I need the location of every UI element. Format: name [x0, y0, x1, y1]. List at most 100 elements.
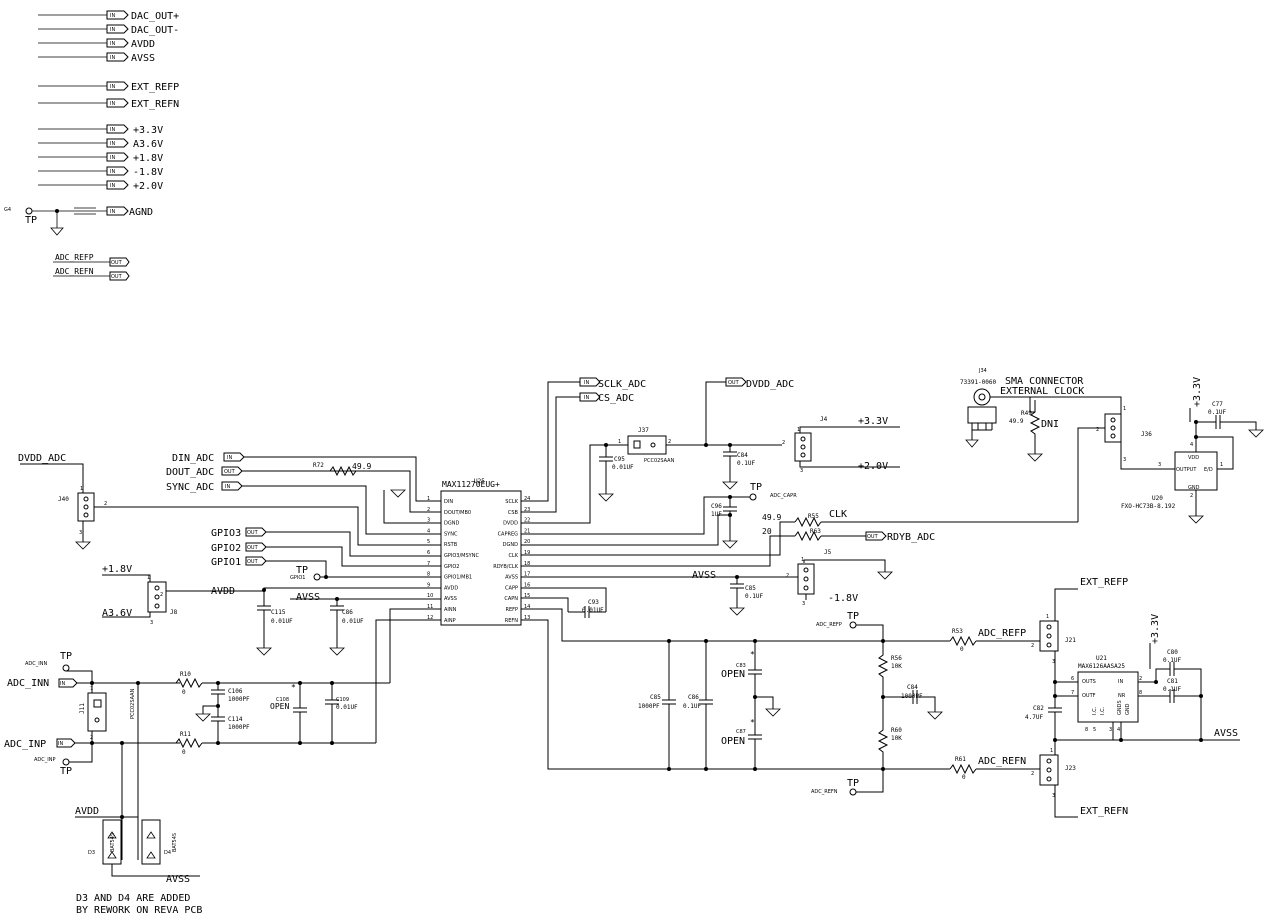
r61-resistor[interactable]: R61 0 ADC_REFN — [949, 756, 1040, 781]
c86-capacitor[interactable]: C86 0.01UF — [329, 599, 364, 656]
reference-caps[interactable]: C85 1000PF C86 0.1UF * C83 OPEN * C87 OP… — [638, 611, 943, 796]
c108-capacitor[interactable]: * C108 OPEN — [270, 683, 307, 743]
svg-text:IN: IN — [1118, 679, 1123, 685]
port-1v8[interactable]: IN +1.8V — [38, 152, 163, 164]
j23-jumper[interactable]: 1 2 3 J23 EXT_REFN — [1031, 744, 1128, 818]
adc-inn-input[interactable]: TP ADC_INN ADC_INN IN — [7, 651, 180, 689]
svg-text:IN: IN — [110, 84, 115, 90]
c95-capacitor[interactable]: C95 0.01UF — [598, 445, 634, 502]
u25-pin-number: 10 — [427, 593, 433, 599]
port-agnd[interactable]: G4 TP IN AGND — [4, 206, 153, 236]
j21-jumper[interactable]: EXT_REFP 1 2 3 J21 — [1031, 577, 1128, 682]
port-adc-refp-out[interactable]: ADC_REFP OUT — [53, 253, 130, 267]
c84-capacitor[interactable]: C84 0.1UF — [722, 445, 755, 490]
gpio2-port[interactable] — [245, 542, 267, 552]
port-adc-refn-out[interactable]: ADC_REFN OUT — [53, 267, 130, 281]
dvdd-adc-port[interactable]: OUT DVDD_ADC — [705, 377, 794, 445]
svg-text:1: 1 — [147, 575, 150, 581]
dout-adc-port[interactable] — [221, 466, 243, 476]
port-minus-1v8[interactable]: IN -1.8V — [38, 166, 163, 178]
c93-capacitor[interactable]: C93 0.01UF — [568, 599, 606, 618]
svg-text:C84: C84 — [737, 452, 748, 459]
svg-text:3: 3 — [800, 468, 803, 474]
r49-resistor[interactable]: R49 49.9 DNI — [1009, 400, 1059, 462]
svg-text:20: 20 — [762, 527, 772, 536]
svg-text:C87: C87 — [736, 729, 746, 735]
svg-text:2: 2 — [104, 501, 107, 507]
sync-adc-port[interactable] — [221, 481, 243, 491]
u20-oscillator[interactable]: VDD OUTPUT E/D GND 4 3 1 2 U20 FXO-HC73B… — [1121, 377, 1234, 524]
port-avdd[interactable]: IN AVDD — [38, 38, 155, 50]
port-dac-out-plus[interactable]: IN DAC_OUT+ — [38, 10, 179, 22]
c77-capacitor[interactable]: C77 0.1UF — [1208, 401, 1264, 438]
c115-capacitor[interactable]: C115 0.01UF — [256, 590, 293, 656]
svg-text:MAX6126AASA25: MAX6126AASA25 — [1078, 663, 1125, 670]
svg-text:DNI: DNI — [1041, 419, 1059, 430]
cs-adc-port[interactable] — [579, 392, 601, 402]
j36-jumper[interactable]: 1 2 3 J36 — [1030, 396, 1175, 522]
r53-resistor[interactable]: R53 0 ADC_REFP — [949, 628, 1040, 653]
svg-text:I.C.: I.C. — [1100, 706, 1106, 715]
port-2v0[interactable]: IN +2.0V — [38, 180, 163, 192]
c109-capacitor[interactable]: C109 0.01UF — [325, 683, 358, 743]
port-dac-out-minus[interactable]: IN DAC_OUT- — [38, 24, 179, 36]
gpio3-port[interactable] — [245, 527, 267, 537]
r63-resistor[interactable]: R63 20 OUT RDYB_ADC — [762, 527, 935, 543]
svg-text:ADC_INN: ADC_INN — [7, 678, 49, 689]
svg-text:0.01UF: 0.01UF — [342, 618, 364, 625]
svg-text:1: 1 — [618, 439, 621, 445]
u25-pin-number: 11 — [427, 604, 433, 610]
svg-text:IN: IN — [110, 141, 115, 147]
svg-text:AVSS: AVSS — [131, 53, 155, 64]
r10-resistor[interactable]: R10 0 — [175, 671, 390, 696]
j37-jumper[interactable]: J37 1 2 PCC02SAAN — [618, 427, 782, 464]
port-ext-refn[interactable]: IN EXT_REFN — [38, 98, 179, 110]
svg-text:ADC_REFP: ADC_REFP — [55, 253, 94, 262]
svg-text:EXTERNAL CLOCK: EXTERNAL CLOCK — [1000, 386, 1084, 397]
svg-text:0.1UF: 0.1UF — [683, 703, 701, 710]
svg-text:PCC02SAAN: PCC02SAAN — [644, 458, 675, 464]
svg-text:0: 0 — [962, 774, 966, 781]
j40-jumper[interactable]: DVDD_ADC 1 2 3 J40 — [18, 453, 107, 550]
j4-jumper[interactable]: J4 +3.3V 1 2 3 +2.0V — [782, 416, 900, 474]
j8-jumper[interactable]: +1.8V 1 2 3 J8 A3.6V — [102, 564, 178, 626]
sclk-adc-port[interactable] — [579, 377, 601, 387]
svg-text:49.9: 49.9 — [1009, 418, 1024, 425]
rdyb-adc-port[interactable] — [865, 531, 887, 541]
svg-text:0: 0 — [182, 749, 186, 756]
u25-pin-number: 1 — [427, 496, 430, 502]
d3-d4-diodes[interactable]: AVDD D3 BAT54S D4 BAT54S AVSS — [75, 683, 200, 885]
svg-text:DVDD_ADC: DVDD_ADC — [18, 453, 66, 464]
svg-text:OUTS: OUTS — [1082, 679, 1096, 685]
din-adc-port[interactable] — [223, 452, 245, 462]
r55-resistor[interactable]: R55 49.9 CLK — [762, 509, 1078, 528]
r11-resistor[interactable]: R11 0 — [175, 731, 376, 756]
port-a3v6[interactable]: IN A3.6V — [38, 138, 163, 150]
adc-inp-input[interactable]: ADC_INP IN ADC_INP TP — [4, 738, 180, 777]
port-ext-refp[interactable]: IN EXT_REFP — [38, 81, 179, 93]
svg-text:GND: GND — [1125, 703, 1131, 715]
port-avss[interactable]: IN AVSS — [38, 52, 155, 64]
j34-sma-connector[interactable]: J34 73391-0060 SMA CONNECTOR EXTERNAL CL… — [960, 368, 1084, 448]
j5-jumper[interactable]: J5 1 2 3 -1.8V — [786, 549, 893, 607]
svg-text:2: 2 — [782, 440, 785, 446]
c106-c114-capacitors[interactable]: C106 1000PF C114 1000PF — [195, 683, 250, 743]
u21-max6126[interactable]: U21 MAX6126AASA25 OUTS OUTF IN NR I.C. I… — [1025, 614, 1240, 744]
adc-capr-testpoint[interactable]: TP ADC_CAPR — [749, 482, 797, 501]
gpio1-port[interactable] — [245, 556, 267, 566]
gpio1-testpoint[interactable] — [313, 573, 321, 581]
r72-resistor[interactable]: R72 49.9 — [313, 462, 371, 477]
svg-text:1000PF: 1000PF — [228, 724, 250, 731]
j11-jumper[interactable]: 1 2 J11 PCC02SAAN — [79, 683, 136, 743]
port-3v3[interactable]: IN +3.3V — [38, 124, 163, 136]
svg-text:VDD: VDD — [1188, 455, 1199, 461]
c96-capacitor[interactable]: C96 1UF — [711, 495, 738, 549]
u25-pin-name: DIN — [444, 499, 453, 505]
svg-text:E/D: E/D — [1204, 467, 1213, 473]
c85-capacitor-avss[interactable]: C85 0.1UF — [729, 577, 763, 616]
